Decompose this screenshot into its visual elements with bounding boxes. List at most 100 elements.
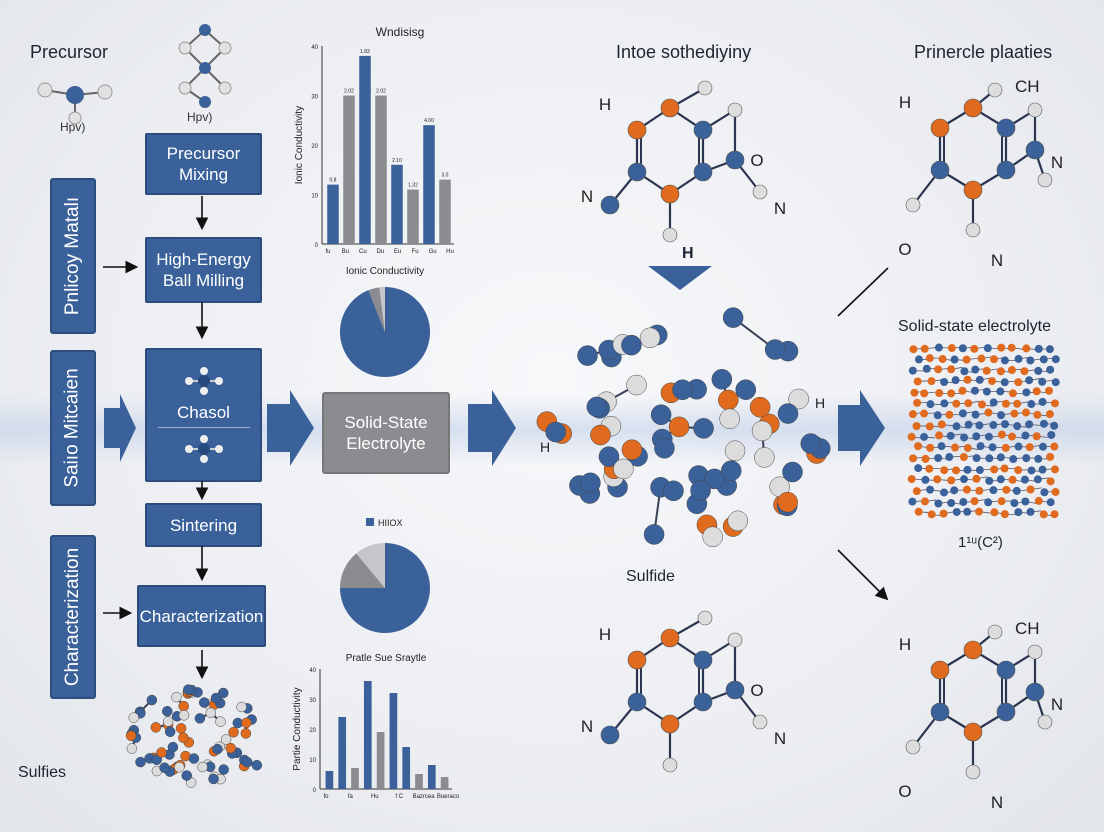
atom	[950, 355, 959, 364]
atom	[945, 410, 954, 419]
bar-data-label: 1.32	[408, 183, 418, 189]
atom	[1046, 452, 1055, 461]
atom	[693, 162, 713, 182]
pie-slice	[379, 287, 385, 332]
atom	[975, 486, 984, 495]
bar	[391, 164, 403, 244]
atom	[908, 410, 917, 419]
atom	[1050, 510, 1059, 519]
atom	[621, 439, 643, 460]
atom	[752, 714, 768, 730]
diagonal-arrow	[837, 549, 889, 601]
hpv-top-label: Hpv)	[187, 110, 213, 124]
atom	[970, 344, 979, 353]
atom	[908, 366, 917, 375]
bar	[389, 693, 398, 789]
atom	[1027, 102, 1043, 118]
atom	[627, 692, 647, 712]
molecule-icon	[184, 435, 223, 463]
bar-data-label: 2.02	[376, 89, 386, 95]
atom	[925, 422, 934, 431]
atom	[722, 307, 744, 328]
bar	[351, 768, 359, 789]
legend-label: HIIOX	[378, 518, 403, 528]
x-tick-label: Gu	[429, 249, 437, 255]
atom-label-n: N	[774, 729, 786, 748]
big-arrow	[838, 390, 885, 466]
x-tick-label: Bazrcea	[413, 794, 436, 800]
atom	[1026, 507, 1035, 516]
atom	[920, 389, 929, 398]
y-tick-label: 20	[311, 144, 318, 150]
atom	[926, 485, 935, 494]
atom	[934, 499, 943, 508]
atom	[965, 764, 981, 780]
atom	[975, 507, 984, 516]
atom	[126, 743, 138, 754]
x-tick-label: fo	[323, 794, 329, 800]
precursor-molecule-icon	[37, 82, 113, 125]
atom-label-h: H	[815, 395, 825, 411]
atom	[959, 498, 968, 507]
atom	[1002, 485, 1011, 494]
atom	[1034, 496, 1043, 505]
atom	[600, 195, 620, 215]
atom	[912, 422, 921, 431]
atom	[997, 343, 1006, 352]
atom	[660, 714, 680, 734]
atom	[1025, 682, 1045, 702]
x-tick-label: Hu	[446, 249, 454, 255]
atom	[1007, 343, 1016, 352]
atom	[962, 485, 971, 494]
atom	[660, 98, 680, 118]
atom	[1013, 422, 1022, 431]
atom	[975, 421, 984, 430]
atom	[788, 388, 809, 410]
atom	[151, 754, 162, 766]
atom	[1051, 355, 1060, 364]
atom	[626, 374, 647, 396]
atom	[977, 400, 986, 409]
atom	[1020, 475, 1029, 484]
atom	[162, 716, 174, 727]
atom	[922, 364, 931, 373]
atom	[1040, 488, 1049, 497]
atom	[1000, 510, 1009, 519]
atom	[162, 705, 173, 717]
atom	[1008, 389, 1017, 398]
atom	[1021, 408, 1030, 417]
bar	[325, 771, 334, 789]
hpv-left-label: Hpv)	[60, 120, 86, 134]
atom	[693, 418, 714, 439]
bar	[376, 732, 385, 789]
atom	[725, 150, 745, 170]
sintering-box: Sintering	[145, 503, 262, 547]
atom	[1021, 431, 1030, 440]
atom-label-o: O	[750, 681, 763, 700]
atom	[1020, 367, 1029, 376]
atom	[921, 475, 930, 484]
atom	[920, 409, 929, 418]
atom	[947, 499, 956, 508]
atom	[251, 759, 263, 771]
atom	[908, 497, 917, 506]
atom	[697, 610, 713, 626]
atom	[183, 684, 194, 695]
atom	[934, 343, 943, 352]
atom	[1045, 410, 1054, 419]
atom	[912, 487, 921, 496]
atom	[128, 712, 139, 723]
atom	[727, 102, 743, 118]
pie-slice	[340, 553, 385, 588]
x-tick-label: Fu	[412, 249, 419, 255]
atom	[1046, 498, 1055, 507]
atom	[975, 466, 984, 475]
atom	[930, 118, 950, 138]
atom	[1025, 420, 1034, 429]
atom	[996, 453, 1005, 462]
atom	[972, 474, 981, 483]
side-label-middle: Saiıo Mitcaien	[50, 350, 96, 506]
